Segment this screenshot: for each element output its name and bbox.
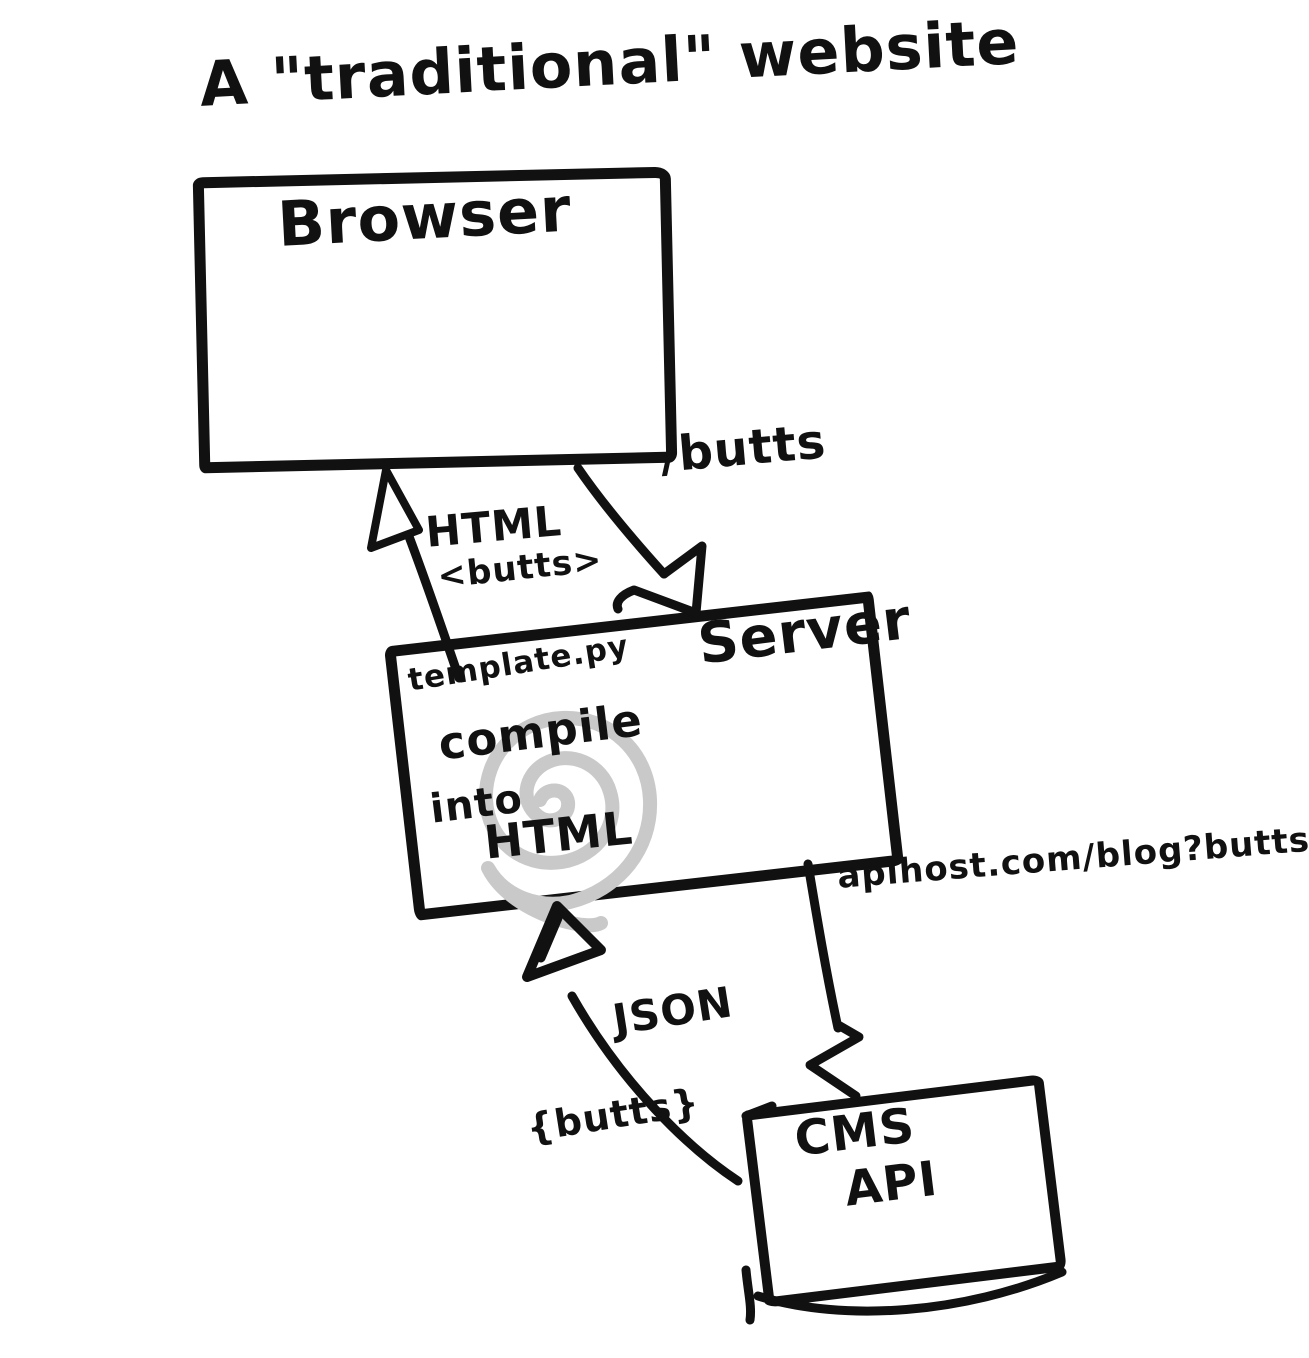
json-arrow-shaft — [567, 991, 743, 1186]
request-arrow-shaft — [573, 463, 669, 579]
api-request-arrowhead — [805, 1021, 864, 1101]
spiral-doodle-icon — [478, 710, 658, 933]
json-arrowhead — [522, 901, 606, 982]
response-arrow-shaft — [400, 521, 464, 683]
api-request-arrow-shaft — [803, 859, 843, 1033]
response-arrowhead — [367, 466, 423, 552]
request-arrowhead — [612, 541, 707, 618]
compile-note-line-3: HTML — [481, 800, 636, 870]
cms-bottom-double-stroke — [753, 1267, 1067, 1316]
request-edge-label: /butts — [657, 413, 829, 484]
browser-label: Browser — [275, 172, 574, 261]
cms-left-overshoot-stroke — [741, 1265, 755, 1325]
json-arrowhead-inner-stroke — [536, 913, 563, 963]
cms-corner-tick — [741, 1101, 777, 1121]
cms-label-line-2: API — [841, 1150, 941, 1218]
